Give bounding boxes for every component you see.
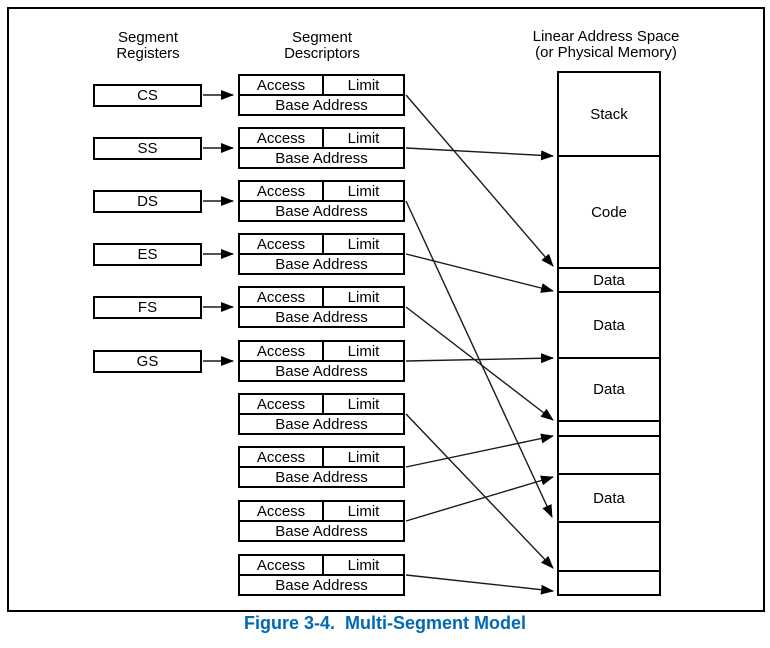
descriptor-8-base-cell: Base Address xyxy=(275,468,368,486)
descriptor-6-base-cell: Base Address xyxy=(275,362,368,380)
memory-segment-unlabeled-4 xyxy=(559,572,659,594)
register-box-ss: SS xyxy=(93,137,202,160)
descriptor-2-base-cell: Base Address xyxy=(275,149,368,167)
descriptor-8-top-row: Access Limit xyxy=(240,448,403,468)
descriptor-4-base-cell: Base Address xyxy=(275,255,368,273)
linear-address-space-header-line2: (or Physical Memory) xyxy=(535,44,677,61)
register-box-fs: FS xyxy=(93,296,202,319)
descriptor-6-top-row: Access Limit xyxy=(240,342,403,362)
descriptor-5-top-row: Access Limit xyxy=(240,288,403,308)
figure-border xyxy=(7,7,765,612)
descriptor-box-2: Access Limit Base Address xyxy=(238,127,405,169)
descriptor-box-7: Access Limit Base Address xyxy=(238,393,405,435)
descriptor-box-8: Access Limit Base Address xyxy=(238,446,405,488)
memory-segment-unlabeled-3 xyxy=(559,523,659,572)
descriptor-box-3: Access Limit Base Address xyxy=(238,180,405,222)
descriptor-box-6: Access Limit Base Address xyxy=(238,340,405,382)
descriptor-4-top-row: Access Limit xyxy=(240,235,403,255)
descriptor-10-limit-cell: Limit xyxy=(347,556,380,574)
memory-segment-data-4: Data xyxy=(559,475,659,523)
descriptor-9-limit-cell: Limit xyxy=(347,502,380,520)
descriptor-2-limit-cell: Limit xyxy=(347,129,380,147)
descriptor-5-access-cell: Access xyxy=(240,288,324,306)
descriptor-5-limit-cell: Limit xyxy=(347,288,380,306)
descriptor-7-base-cell: Base Address xyxy=(275,415,368,433)
register-label-ss: SS xyxy=(137,140,158,157)
segment-descriptors-header-line2: Descriptors xyxy=(284,45,360,62)
descriptor-7-access-cell: Access xyxy=(240,395,324,413)
descriptor-box-9: Access Limit Base Address xyxy=(238,500,405,542)
descriptor-3-access-cell: Access xyxy=(240,182,324,200)
segment-registers-header: Segment Registers xyxy=(72,30,224,62)
memory-segment-data-3: Data xyxy=(559,359,659,422)
register-box-cs: CS xyxy=(93,84,202,107)
descriptor-box-4: Access Limit Base Address xyxy=(238,233,405,275)
descriptor-box-10: Access Limit Base Address xyxy=(238,554,405,596)
descriptor-8-access-cell: Access xyxy=(240,448,324,466)
memory-segment-code: Code xyxy=(559,157,659,269)
descriptor-10-access-cell: Access xyxy=(240,556,324,574)
segment-registers-header-line1: Segment xyxy=(117,29,179,46)
descriptor-6-access-cell: Access xyxy=(240,342,324,360)
register-label-ds: DS xyxy=(137,193,158,210)
descriptor-3-base-cell: Base Address xyxy=(275,202,368,220)
descriptor-8-limit-cell: Limit xyxy=(347,448,380,466)
descriptor-9-top-row: Access Limit xyxy=(240,502,403,522)
descriptor-10-base-cell: Base Address xyxy=(275,576,368,594)
linear-address-space-header-line1: Linear Address Space xyxy=(532,28,680,45)
register-box-gs: GS xyxy=(93,350,202,373)
descriptor-1-base-cell: Base Address xyxy=(275,96,368,114)
segment-descriptors-header-line1: Segment xyxy=(291,29,353,46)
register-label-gs: GS xyxy=(136,353,159,370)
descriptor-5-base-cell: Base Address xyxy=(275,308,368,326)
descriptor-box-1: Access Limit Base Address xyxy=(238,74,405,116)
descriptor-4-limit-cell: Limit xyxy=(347,235,380,253)
memory-segment-data-1: Data xyxy=(559,269,659,293)
descriptor-box-5: Access Limit Base Address xyxy=(238,286,405,328)
descriptor-7-top-row: Access Limit xyxy=(240,395,403,415)
descriptor-9-base-cell: Base Address xyxy=(275,522,368,540)
descriptor-4-access-cell: Access xyxy=(240,235,324,253)
descriptor-6-limit-cell: Limit xyxy=(347,342,380,360)
descriptor-3-limit-cell: Limit xyxy=(347,182,380,200)
memory-segment-data-2: Data xyxy=(559,293,659,359)
memory-segment-unlabeled-2 xyxy=(559,437,659,475)
descriptor-7-limit-cell: Limit xyxy=(347,395,380,413)
memory-segment-unlabeled-1 xyxy=(559,422,659,437)
descriptor-2-top-row: Access Limit xyxy=(240,129,403,149)
register-label-es: ES xyxy=(137,246,158,263)
register-label-fs: FS xyxy=(137,299,158,316)
descriptor-1-access-cell: Access xyxy=(240,76,324,94)
figure-caption: Figure 3-4. Multi-Segment Model xyxy=(243,613,526,633)
descriptor-1-top-row: Access Limit xyxy=(240,76,403,96)
segment-registers-header-line2: Registers xyxy=(116,45,180,62)
descriptor-1-limit-cell: Limit xyxy=(347,76,380,94)
memory-segment-stack: Stack xyxy=(559,73,659,157)
register-label-cs: CS xyxy=(137,87,158,104)
register-box-ds: DS xyxy=(93,190,202,213)
segment-descriptors-header: Segment Descriptors xyxy=(246,30,398,62)
descriptor-3-top-row: Access Limit xyxy=(240,182,403,202)
descriptor-2-access-cell: Access xyxy=(240,129,324,147)
linear-address-space-header: Linear Address Space (or Physical Memory… xyxy=(500,29,712,61)
descriptor-9-access-cell: Access xyxy=(240,502,324,520)
descriptor-10-top-row: Access Limit xyxy=(240,556,403,576)
register-box-es: ES xyxy=(93,243,202,266)
memory-box: Stack Code Data Data Data Data xyxy=(557,71,661,596)
